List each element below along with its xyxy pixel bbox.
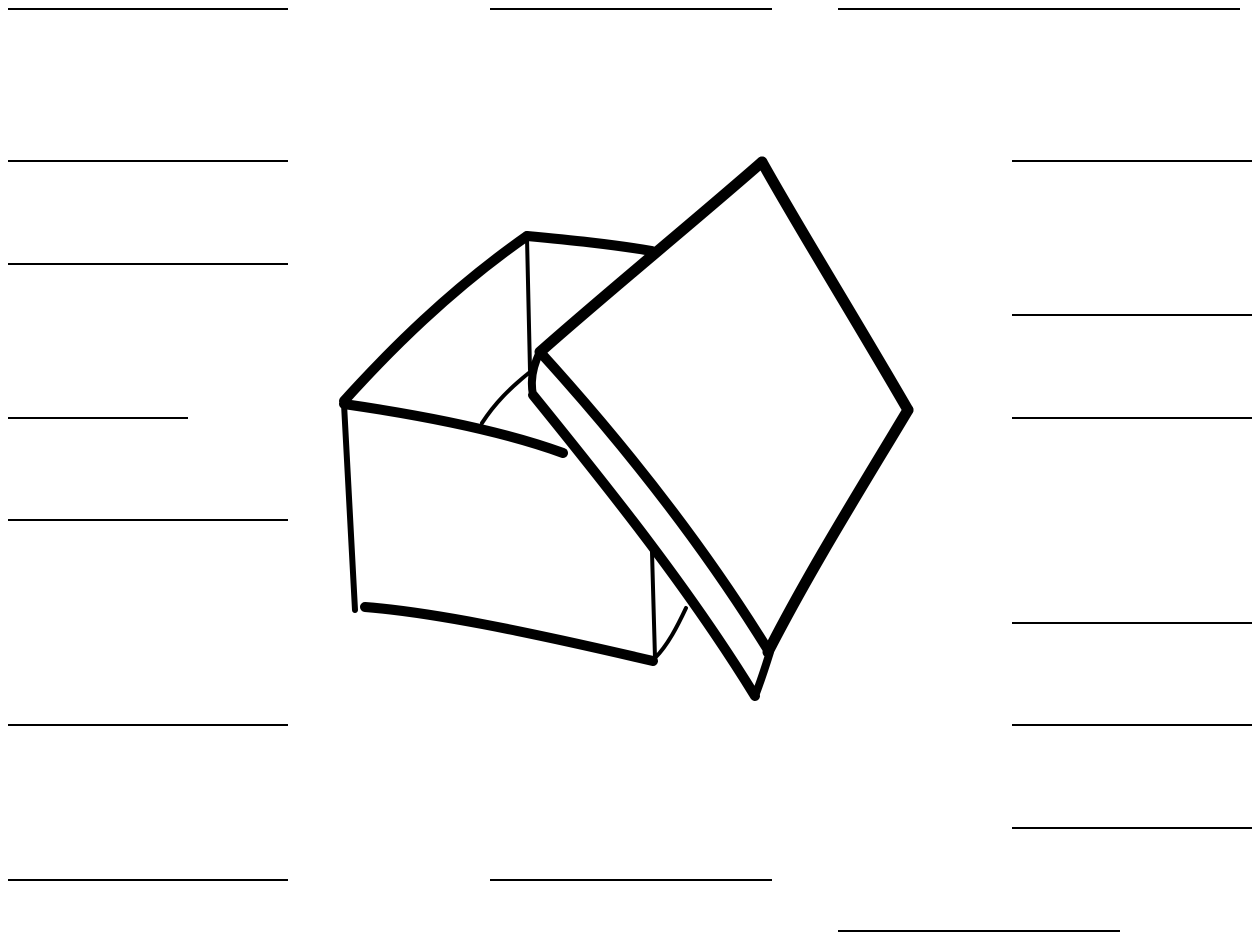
- lid-bottom-corner: [755, 652, 770, 696]
- box-top-front-rim: [344, 404, 563, 453]
- lid-top-left-edge: [540, 162, 762, 352]
- box-front-bottom-edge: [365, 607, 653, 661]
- box-right-back-edge: [652, 552, 655, 658]
- lid-front-face-bottom: [533, 395, 755, 696]
- box-left-rim: [344, 236, 527, 401]
- box-right-bottom-curve: [655, 608, 686, 658]
- box-front-face: [344, 404, 355, 610]
- lid-left-corner: [532, 352, 540, 395]
- lid-bottom-right-edge: [768, 410, 908, 652]
- lid-top-right-edge: [762, 162, 908, 410]
- box-back-rim: [527, 236, 652, 251]
- box-inner-corner-line: [527, 238, 530, 370]
- box-inner-curve: [482, 372, 530, 423]
